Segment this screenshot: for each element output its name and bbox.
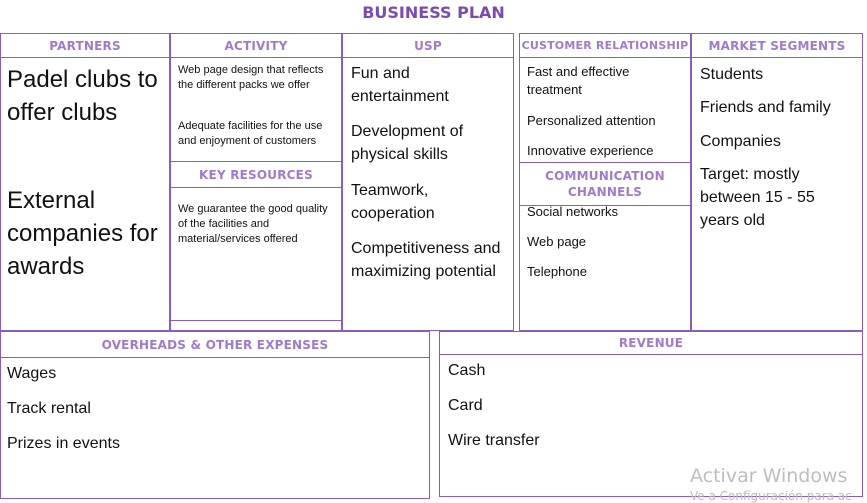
revenue-header: REVENUE [439,331,863,355]
partner-item: Padel clubs to offer clubs [7,66,158,126]
communication-channels-header: COMMUNICATION CHANNELS [519,162,691,206]
overheads-panel [0,331,430,499]
activation-watermark-title: Activar Windows [690,465,848,487]
customer-relationship-item: Personalized attention [527,113,656,128]
revenue-item: Wire transfer [448,432,540,449]
usp-header: USP [342,33,514,58]
partner-item: External companies for awards [7,187,158,280]
usp-item: Development of physical skills [351,123,464,163]
usp-item: Fun and entertainment [351,65,449,105]
customer-relationship-item: Innovative experience [527,143,654,158]
communication-channel-item: Telephone [527,264,587,279]
market-segments-header: MARKET SEGMENTS [691,33,863,58]
revenue-item: Card [448,397,483,414]
communication-channel-item: Social networks [527,204,619,219]
market-segment-item: Companies [700,133,781,150]
usp-panel [342,33,514,331]
overheads-item: Wages [7,365,57,382]
customer-relationship-header: CUSTOMER RELATIONSHIP [519,33,691,58]
usp-item: Competitiveness and maximizing potential [351,240,501,280]
activity-item: Web page design that reflects the differ… [178,64,324,91]
activation-watermark-subtitle: Ve a Configuración para ac [690,489,852,503]
overheads-item: Track rental [7,400,91,417]
key-resources-header: KEY RESOURCES [170,161,342,188]
key-resources-item: We guarantee the good quality of the fac… [178,203,328,245]
activity-header: ACTIVITY [170,33,342,58]
market-segment-item: Students [700,66,764,83]
activity-item: Adequate facilities for the use and enjo… [178,120,323,147]
market-segment-item: Target: mostly between 15 - 55 years old [700,166,815,229]
overheads-item: Prizes in events [7,435,120,452]
usp-item: Teamwork, cooperation [351,182,435,222]
partners-panel [0,33,170,331]
page-title: BUSINESS PLAN [362,3,505,22]
market-segment-item: Friends and family [700,99,831,116]
revenue-item: Cash [448,362,486,379]
partners-header: PARTNERS [0,33,170,58]
customer-relationship-item: Fast and effective treatment [527,64,630,97]
market-segments-panel [691,33,863,331]
overheads-header: OVERHEADS & OTHER EXPENSES [0,331,430,358]
key-resources-footer [170,320,342,331]
communication-channel-item: Web page [527,234,587,249]
